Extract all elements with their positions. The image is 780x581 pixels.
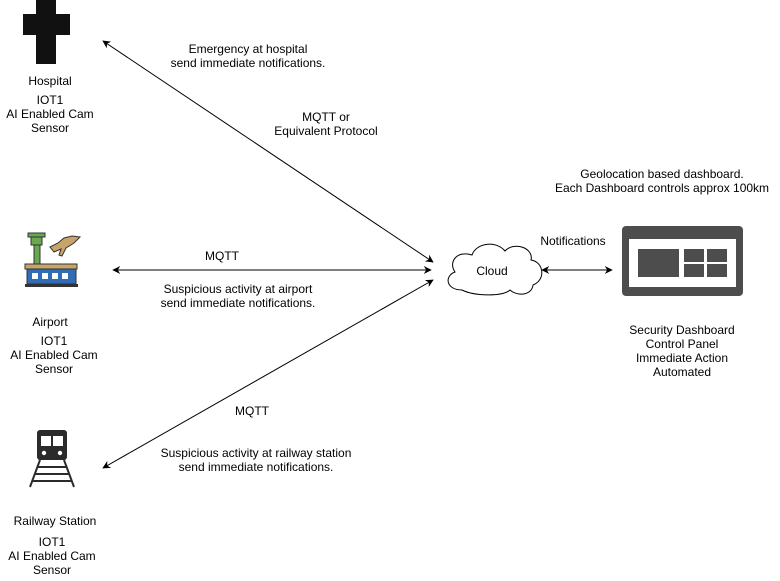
dashboard-top-label: Geolocation based dashboard. Each Dashbo…	[548, 167, 776, 195]
hospital-device-line: AI Enabled Cam	[6, 107, 94, 121]
dashboard-line: Automated	[652, 365, 712, 379]
dashboard-line: Immediate Action	[635, 351, 729, 365]
hospital-cross-icon	[23, 0, 70, 64]
dashboard-top-line: Each Dashboard controls approx 100km	[554, 181, 770, 195]
dashboard-line: Security Dashboard	[629, 323, 735, 337]
edge-label-line: send immediate notifications.	[178, 460, 334, 474]
railway-device-line: IOT1	[38, 535, 66, 549]
railway-cloud-connector	[102, 279, 434, 469]
dashboard-line: Control Panel	[645, 337, 719, 351]
railway-device-line: AI Enabled Cam	[8, 549, 96, 563]
railway-device-label: IOT1 AI Enabled Cam Sensor	[0, 535, 104, 577]
hospital-cloud-connector	[102, 40, 434, 263]
notifications-edge-label: Notifications	[532, 234, 614, 248]
edge-label-line: Equivalent Protocol	[274, 124, 378, 138]
edge-label-line: Suspicious activity at airport	[163, 282, 313, 296]
airport-edge-message: Suspicious activity at airport send imme…	[138, 282, 338, 310]
airport-icon	[24, 232, 82, 287]
railway-device-line: Sensor	[32, 563, 72, 577]
edge-label-line: MQTT	[205, 249, 239, 263]
airport-device-label: IOT1 AI Enabled Cam Sensor	[0, 334, 108, 376]
dashboard-icon	[622, 226, 743, 296]
airport-device-line: IOT1	[40, 334, 68, 348]
edge-label-line: send immediate notifications.	[160, 296, 316, 310]
airport-device-line: AI Enabled Cam	[10, 348, 98, 362]
hospital-edge-protocol: MQTT or Equivalent Protocol	[246, 110, 406, 138]
airport-label: Airport	[0, 315, 100, 329]
edge-label-line: send immediate notifications.	[170, 56, 326, 70]
hospital-label: Hospital	[0, 74, 100, 88]
airport-edge-protocol: MQTT	[182, 249, 262, 263]
hospital-name: Hospital	[28, 74, 72, 88]
railway-name: Railway Station	[13, 514, 97, 528]
edge-label-line: Suspicious activity at railway station	[160, 446, 352, 460]
train-icon	[29, 430, 75, 488]
cloud-text: Cloud	[476, 264, 508, 278]
railway-edge-message: Suspicious activity at railway station s…	[146, 446, 366, 474]
edge-label-line: Notifications	[540, 234, 606, 248]
cloud-shape	[447, 243, 543, 296]
hospital-device-line: IOT1	[36, 93, 64, 107]
edge-label-line: Emergency at hospital	[188, 42, 308, 56]
dashboard-top-line: Geolocation based dashboard.	[580, 167, 744, 181]
edge-label-line: MQTT	[235, 404, 269, 418]
hospital-device-line: Sensor	[30, 121, 70, 135]
cloud-label: Cloud	[462, 264, 522, 278]
railway-edge-protocol: MQTT	[212, 404, 292, 418]
edge-label-line: MQTT or	[302, 110, 350, 124]
hospital-edge-message: Emergency at hospital send immediate not…	[148, 42, 348, 70]
airport-device-line: Sensor	[34, 362, 74, 376]
airport-name: Airport	[32, 315, 68, 329]
railway-label: Railway Station	[0, 514, 110, 528]
dashboard-label: Security Dashboard Control Panel Immedia…	[602, 323, 762, 379]
hospital-device-label: IOT1 AI Enabled Cam Sensor	[0, 93, 100, 135]
